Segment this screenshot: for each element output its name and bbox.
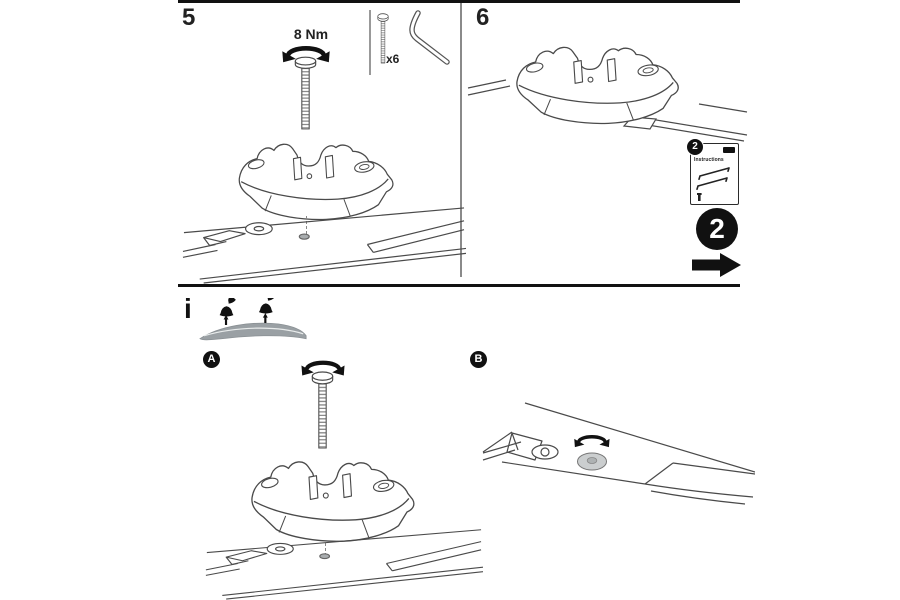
roof-rail-drawing xyxy=(205,529,483,600)
card-title: Instructions xyxy=(694,157,724,163)
alignment-dash xyxy=(306,216,307,234)
middle-border-rule xyxy=(178,284,740,287)
variant-b-badge: B xyxy=(470,351,487,368)
instruction-card: 2 Instructions xyxy=(686,138,739,205)
kit-number-badge: 2 xyxy=(696,208,738,250)
mounted-foot-drawing xyxy=(467,46,748,142)
alignment-dash xyxy=(325,543,326,556)
brand-logo-block xyxy=(723,147,735,153)
cover-pad-drawing xyxy=(199,298,307,341)
card-number-badge: 2 xyxy=(686,138,704,156)
variant-a-badge: A xyxy=(203,351,220,368)
card-bolt-thumbnail xyxy=(697,193,702,201)
panel-divider xyxy=(460,3,462,277)
next-step-arrow-icon xyxy=(692,253,741,277)
bolt-quantity-label: x6 xyxy=(386,52,400,66)
cap-icons xyxy=(219,298,276,317)
torque-bolt-drawing xyxy=(307,371,338,451)
allen-key-icon xyxy=(409,10,450,65)
torque-bolt-drawing xyxy=(290,56,321,132)
torque-label: 8 Nm xyxy=(293,26,329,42)
step6-number: 6 xyxy=(476,4,490,31)
roof-rail-drawing xyxy=(182,207,466,284)
top-border-rule xyxy=(178,0,740,3)
up-arrow-icons xyxy=(223,313,268,325)
load-bars-thumbnail xyxy=(696,167,730,201)
cover-cap-drawing xyxy=(577,452,607,471)
info-symbol: i xyxy=(184,293,192,324)
parts-divider xyxy=(369,10,371,75)
rotation-arrow-icon xyxy=(572,434,612,449)
step5-number: 5 xyxy=(182,4,196,31)
variant-b-roof-drawing xyxy=(482,402,755,505)
